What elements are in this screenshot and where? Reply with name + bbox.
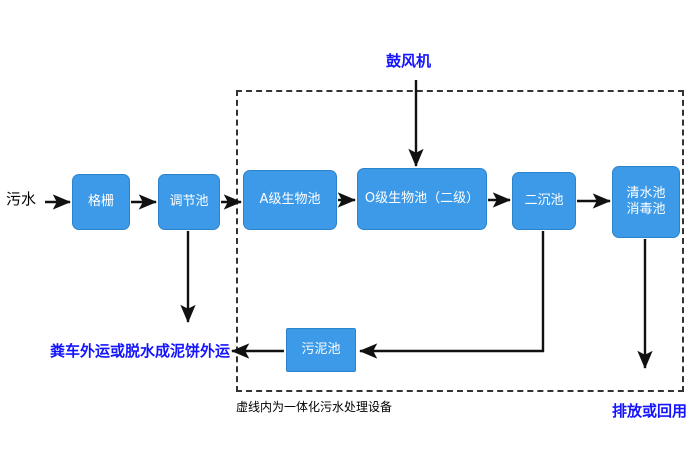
- node-o-stage-bioreactor[interactable]: O级生物池（二级）: [357, 168, 487, 230]
- node-clearwell-disinfection[interactable]: 清水池 消毒池: [612, 166, 680, 238]
- label-blower: 鼓风机: [386, 52, 432, 70]
- node-a-stage-bioreactor[interactable]: A级生物池: [243, 170, 337, 230]
- node-sludge-tank[interactable]: 污泥池: [286, 328, 356, 372]
- edge-clarifier-to-sludge: [359, 231, 545, 359]
- label-sludge-disposal: 粪车外运或脱水成泥饼外运: [50, 342, 231, 360]
- label-influent: 污水: [6, 190, 37, 208]
- integrated-equipment-enclosure: [236, 90, 684, 392]
- label-enclosure-caption: 虚线内为一体化污水处理设备: [236, 400, 393, 414]
- node-grid[interactable]: 格栅: [72, 174, 130, 230]
- label-effluent-reuse: 排放或回用: [612, 402, 688, 420]
- node-secondary-clarifier[interactable]: 二沉池: [512, 172, 576, 230]
- node-equalization-tank[interactable]: 调节池: [158, 174, 220, 230]
